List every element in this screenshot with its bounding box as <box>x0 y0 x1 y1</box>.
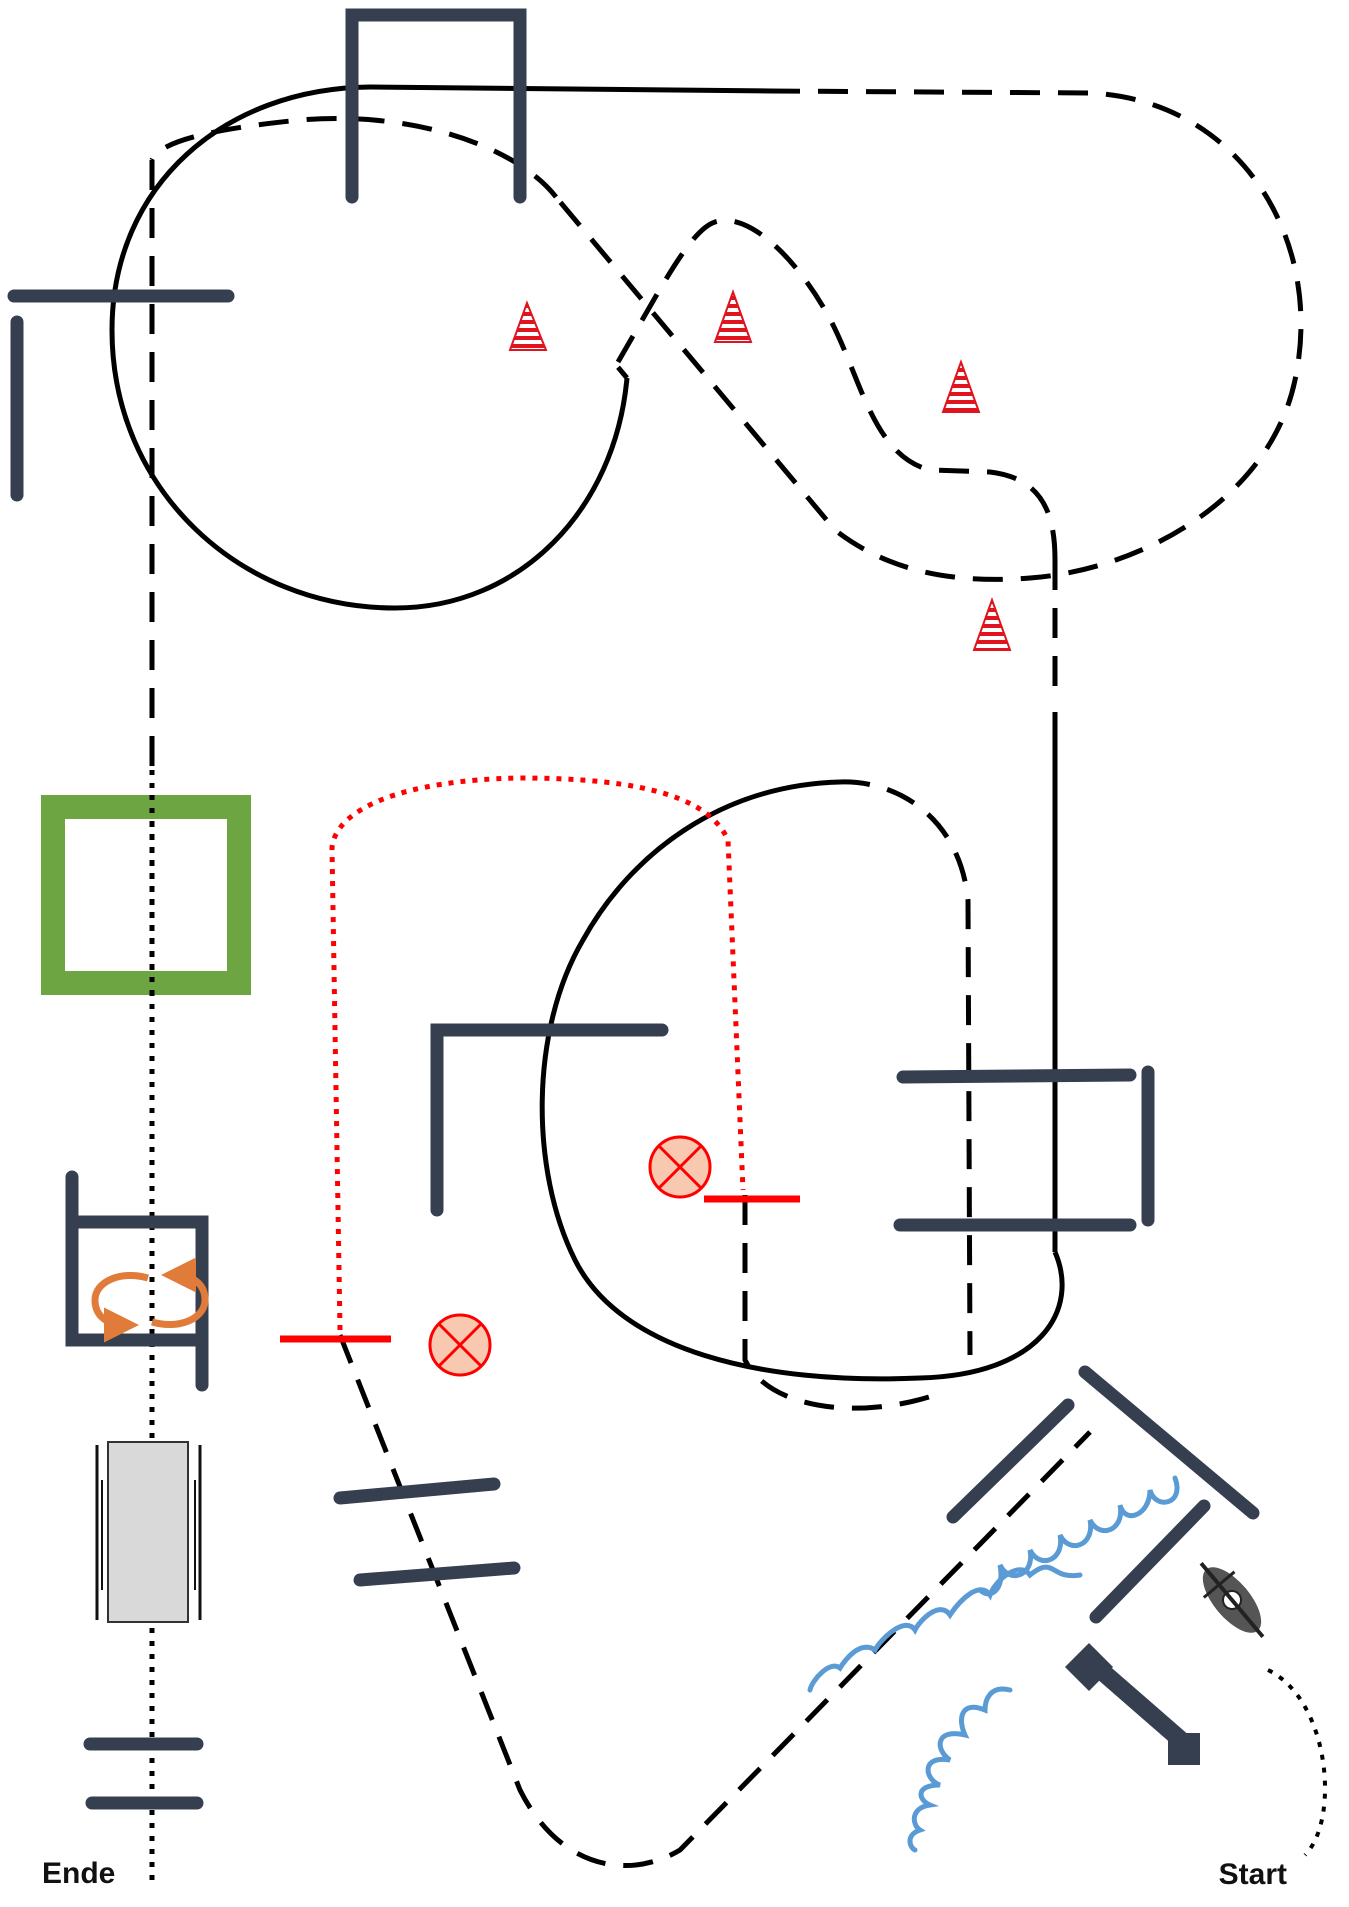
lower-teardrop-path <box>539 779 1065 1382</box>
start-label: Start <box>1218 1858 1287 1891</box>
rider-icon <box>1199 1561 1265 1639</box>
circle-x-icon <box>648 1135 712 1199</box>
top-circle-path <box>109 84 771 611</box>
start-dotted-path <box>1267 1668 1328 1857</box>
s-curve-path <box>615 218 1058 561</box>
green-box-obstacle <box>41 795 251 995</box>
ramp-bar-right <box>1089 1499 1211 1624</box>
left-bracket-right <box>68 1215 209 1392</box>
obstacle-bars <box>7 8 1260 1810</box>
circle-x-markers <box>428 1135 712 1377</box>
spring-icon <box>907 1686 1013 1853</box>
top-right-loop-path <box>554 88 1304 582</box>
route-lines <box>109 84 1328 1880</box>
spring-icon <box>807 1564 1083 1693</box>
left-bracket <box>65 1170 207 1347</box>
top-gate <box>345 8 527 204</box>
middle-L-bar <box>430 1023 669 1217</box>
rotate-arrows-icon <box>91 1257 209 1343</box>
angled-bar-lower-1 <box>333 1477 501 1505</box>
bottom-dashed-loop <box>337 1334 1092 1869</box>
circle-x-icon <box>428 1313 492 1377</box>
vehicle-icon <box>95 1441 202 1623</box>
traffic-cone-icon <box>713 289 753 343</box>
ramp-bar-top <box>1078 1365 1260 1520</box>
top-dashed-arc <box>149 115 558 199</box>
inner-dashed-curve <box>742 1195 936 1411</box>
plank-obstacle <box>1064 1642 1200 1765</box>
spring-obstacles <box>807 1475 1180 1853</box>
traffic-cone-icon <box>941 359 981 413</box>
red-dotted-route <box>329 775 746 1331</box>
end-label: Ende <box>42 1857 116 1890</box>
top-circle-connector <box>615 364 629 380</box>
traffic-cone-icon <box>972 597 1012 651</box>
traffic-cones <box>508 289 1012 651</box>
right-bar-top <box>896 1068 1137 1084</box>
angled-bar-lower-2 <box>353 1561 521 1587</box>
ramp-bar-left <box>946 1398 1075 1524</box>
lower-teardrop-dashed <box>839 779 973 1356</box>
traffic-cone-icon <box>508 300 548 351</box>
